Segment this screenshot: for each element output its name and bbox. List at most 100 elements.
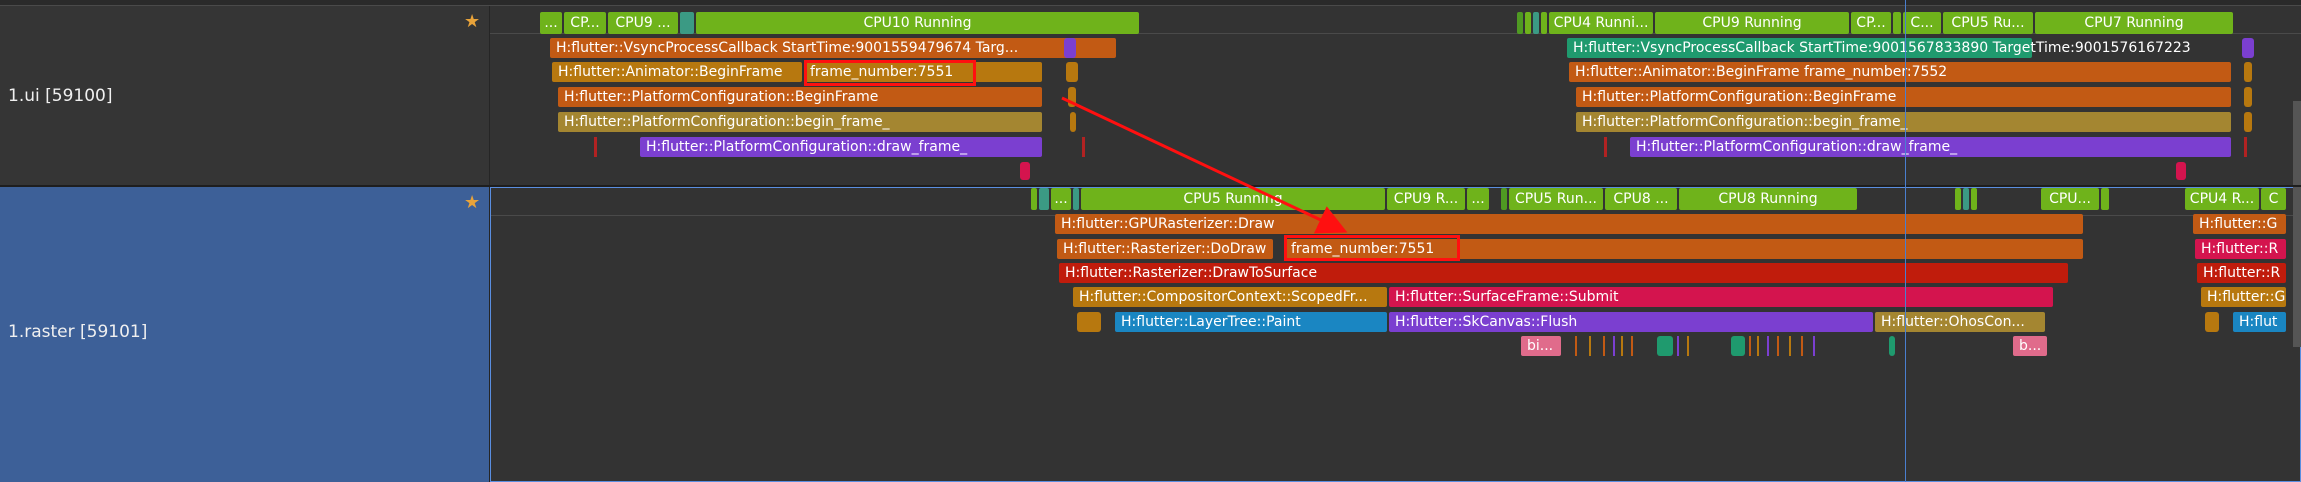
trace-slice[interactable]: [1064, 38, 1076, 58]
cpu-state-slice[interactable]: C...: [1903, 12, 1941, 34]
trace-slice-draw-frame[interactable]: H:flutter::PlatformConfiguration::draw_f…: [1630, 137, 2231, 157]
trace-slice[interactable]: [1613, 336, 1615, 356]
trace-slice[interactable]: [1767, 336, 1769, 356]
cpu-state-slice[interactable]: CPU8 Running: [1679, 188, 1857, 210]
trace-slice[interactable]: [1789, 336, 1791, 356]
cpu-state-slice[interactable]: [1533, 12, 1539, 34]
trace-slice[interactable]: [1621, 336, 1623, 356]
cpu-state-slice[interactable]: CPU8 ...: [1605, 188, 1677, 210]
trace-slice-animator[interactable]: H:flutter::Animator::BeginFrame frame_nu…: [1569, 62, 2231, 82]
trace-slice-platform-beginframe[interactable]: H:flutter::PlatformConfiguration::BeginF…: [1576, 87, 2231, 107]
trace-slice[interactable]: [1777, 336, 1779, 356]
trace-slice[interactable]: [1677, 336, 1679, 356]
trace-slice-platform-begin-frame[interactable]: H:flutter::PlatformConfiguration::begin_…: [1576, 112, 2231, 132]
trace-slice-sk-flush[interactable]: H:flutter::SkCanvas::Flush: [1389, 312, 1873, 332]
trace-slice[interactable]: [1757, 336, 1759, 356]
raster-track[interactable]: ... CPU5 Running CPU9 R... ... CPU5 Run.…: [490, 187, 2301, 482]
cpu-state-slice[interactable]: CP...: [1851, 12, 1891, 34]
trace-slice-frame-number[interactable]: frame_number:7551: [1285, 239, 2083, 259]
trace-slice[interactable]: [1603, 336, 1605, 356]
trace-slice-edge[interactable]: H:flutter::G: [2193, 214, 2286, 234]
trace-slice[interactable]: [2244, 137, 2247, 157]
cpu-state-slice[interactable]: CPU5 Running: [1081, 188, 1385, 210]
ui-track[interactable]: ... CP... CPU9 ... CPU10 Running CPU4 Ru…: [490, 6, 2301, 185]
vertical-scrollbar[interactable]: [2293, 101, 2301, 185]
trace-slice-platform-beginframe[interactable]: H:flutter::PlatformConfiguration::BeginF…: [558, 87, 1042, 107]
trace-slice[interactable]: [2244, 62, 2252, 82]
trace-slice[interactable]: [1687, 336, 1689, 356]
trace-slice[interactable]: [1801, 336, 1803, 356]
trace-slice-edge[interactable]: H:flutter::G: [2201, 287, 2286, 307]
cpu-state-slice[interactable]: CPU10 Running: [696, 12, 1139, 34]
trace-slice[interactable]: [1082, 137, 1085, 157]
thread-row-raster[interactable]: ★ 1.raster [59101] ... CPU5 Running CPU9…: [0, 187, 2301, 482]
cpu-state-slice[interactable]: CPU4 R...: [2185, 188, 2259, 210]
cpu-state-slice[interactable]: CPU7 Running: [2035, 12, 2233, 34]
cpu-state-slice[interactable]: ...: [540, 12, 562, 34]
trace-slice-draw-to-surface[interactable]: H:flutter::Rasterizer::DrawToSurface: [1059, 263, 2068, 283]
trace-slice[interactable]: [1631, 336, 1633, 356]
cpu-state-slice[interactable]: CPU...: [2041, 188, 2099, 210]
thread-label-cell[interactable]: ★ 1.raster [59101]: [0, 187, 490, 482]
star-icon[interactable]: ★: [464, 11, 481, 32]
trace-slice[interactable]: [2205, 312, 2219, 332]
cpu-state-slice[interactable]: ...: [1051, 188, 1071, 210]
cpu-state-slice[interactable]: CPU9 ...: [608, 12, 678, 34]
cpu-state-slice[interactable]: ...: [1467, 188, 1489, 210]
trace-slice-platform-begin-frame[interactable]: H:flutter::PlatformConfiguration::begin_…: [558, 112, 1042, 132]
trace-slice[interactable]: [1813, 336, 1815, 356]
trace-slice-layer-paint[interactable]: H:flutter::LayerTree::Paint: [1115, 312, 1387, 332]
time-cursor-line[interactable]: [1905, 0, 1906, 482]
cpu-state-slice[interactable]: [1893, 12, 1901, 34]
trace-slice[interactable]: [1070, 112, 1076, 132]
cpu-state-slice[interactable]: [1073, 188, 1079, 210]
trace-slice-vsync[interactable]: H:flutter::VsyncProcessCallback StartTim…: [1567, 38, 2191, 58]
trace-slice[interactable]: [1020, 162, 1030, 180]
vertical-scrollbar[interactable]: [2293, 187, 2301, 347]
trace-slice-surface-submit[interactable]: H:flutter::SurfaceFrame::Submit: [1389, 287, 2053, 307]
trace-slice[interactable]: [1657, 336, 1673, 356]
trace-slice[interactable]: [1066, 62, 1078, 82]
cpu-state-slice[interactable]: [1963, 188, 1969, 210]
trace-slice[interactable]: [1731, 336, 1745, 356]
cpu-state-slice[interactable]: CPU9 Running: [1655, 12, 1849, 34]
cpu-state-slice[interactable]: [1541, 12, 1547, 34]
cpu-state-slice[interactable]: [1971, 188, 1977, 210]
trace-slice[interactable]: [2244, 87, 2252, 107]
cpu-state-slice[interactable]: C: [2261, 188, 2286, 210]
cpu-state-slice[interactable]: [1501, 188, 1507, 210]
cpu-state-slice[interactable]: [1955, 188, 1961, 210]
trace-slice-b[interactable]: b...: [2013, 336, 2047, 356]
cpu-state-slice[interactable]: [1039, 188, 1049, 210]
cpu-state-slice[interactable]: CPU5 Run...: [1509, 188, 1603, 210]
trace-slice-edge[interactable]: H:flut: [2233, 312, 2286, 332]
cpu-state-slice[interactable]: CPU4 Runni...: [1549, 12, 1653, 34]
trace-slice-edge[interactable]: H:flutter::R: [2195, 239, 2286, 259]
trace-slice[interactable]: [594, 137, 597, 157]
trace-slice-gpu-draw[interactable]: H:flutter::GPURasterizer::Draw: [1055, 214, 2083, 234]
cpu-state-slice[interactable]: [680, 12, 694, 34]
star-icon[interactable]: ★: [464, 192, 481, 213]
trace-slice-frame-number[interactable]: frame_number:7551: [804, 62, 1042, 82]
trace-slice[interactable]: [1889, 336, 1895, 356]
trace-slice[interactable]: [1077, 312, 1101, 332]
cpu-state-slice[interactable]: CPU9 R...: [1387, 188, 1465, 210]
cpu-state-slice[interactable]: CPU5 Ru...: [1943, 12, 2033, 34]
trace-slice[interactable]: [1749, 336, 1751, 356]
cpu-state-slice[interactable]: CP...: [564, 12, 606, 34]
trace-slice-do-draw[interactable]: H:flutter::Rasterizer::DoDraw: [1057, 239, 1273, 259]
trace-slice-ohos-con[interactable]: H:flutter::OhosCon...: [1875, 312, 2045, 332]
cpu-state-slice[interactable]: [2101, 188, 2109, 210]
cpu-state-slice[interactable]: [1031, 188, 1037, 210]
trace-slice-bi[interactable]: bi...: [1521, 336, 1561, 356]
thread-label-cell[interactable]: ★ 1.ui [59100]: [0, 6, 490, 185]
trace-slice[interactable]: [1575, 336, 1577, 356]
trace-slice-edge[interactable]: H:flutter::R: [2197, 263, 2286, 283]
trace-slice[interactable]: [2244, 112, 2252, 132]
trace-slice[interactable]: [2176, 162, 2186, 180]
trace-slice[interactable]: [1068, 87, 1076, 107]
trace-slice-vsync[interactable]: H:flutter::VsyncProcessCallback StartTim…: [550, 38, 1116, 58]
trace-slice[interactable]: [1604, 137, 1607, 157]
trace-slice-animator[interactable]: H:flutter::Animator::BeginFrame: [552, 62, 802, 82]
cpu-state-slice[interactable]: [1517, 12, 1523, 34]
